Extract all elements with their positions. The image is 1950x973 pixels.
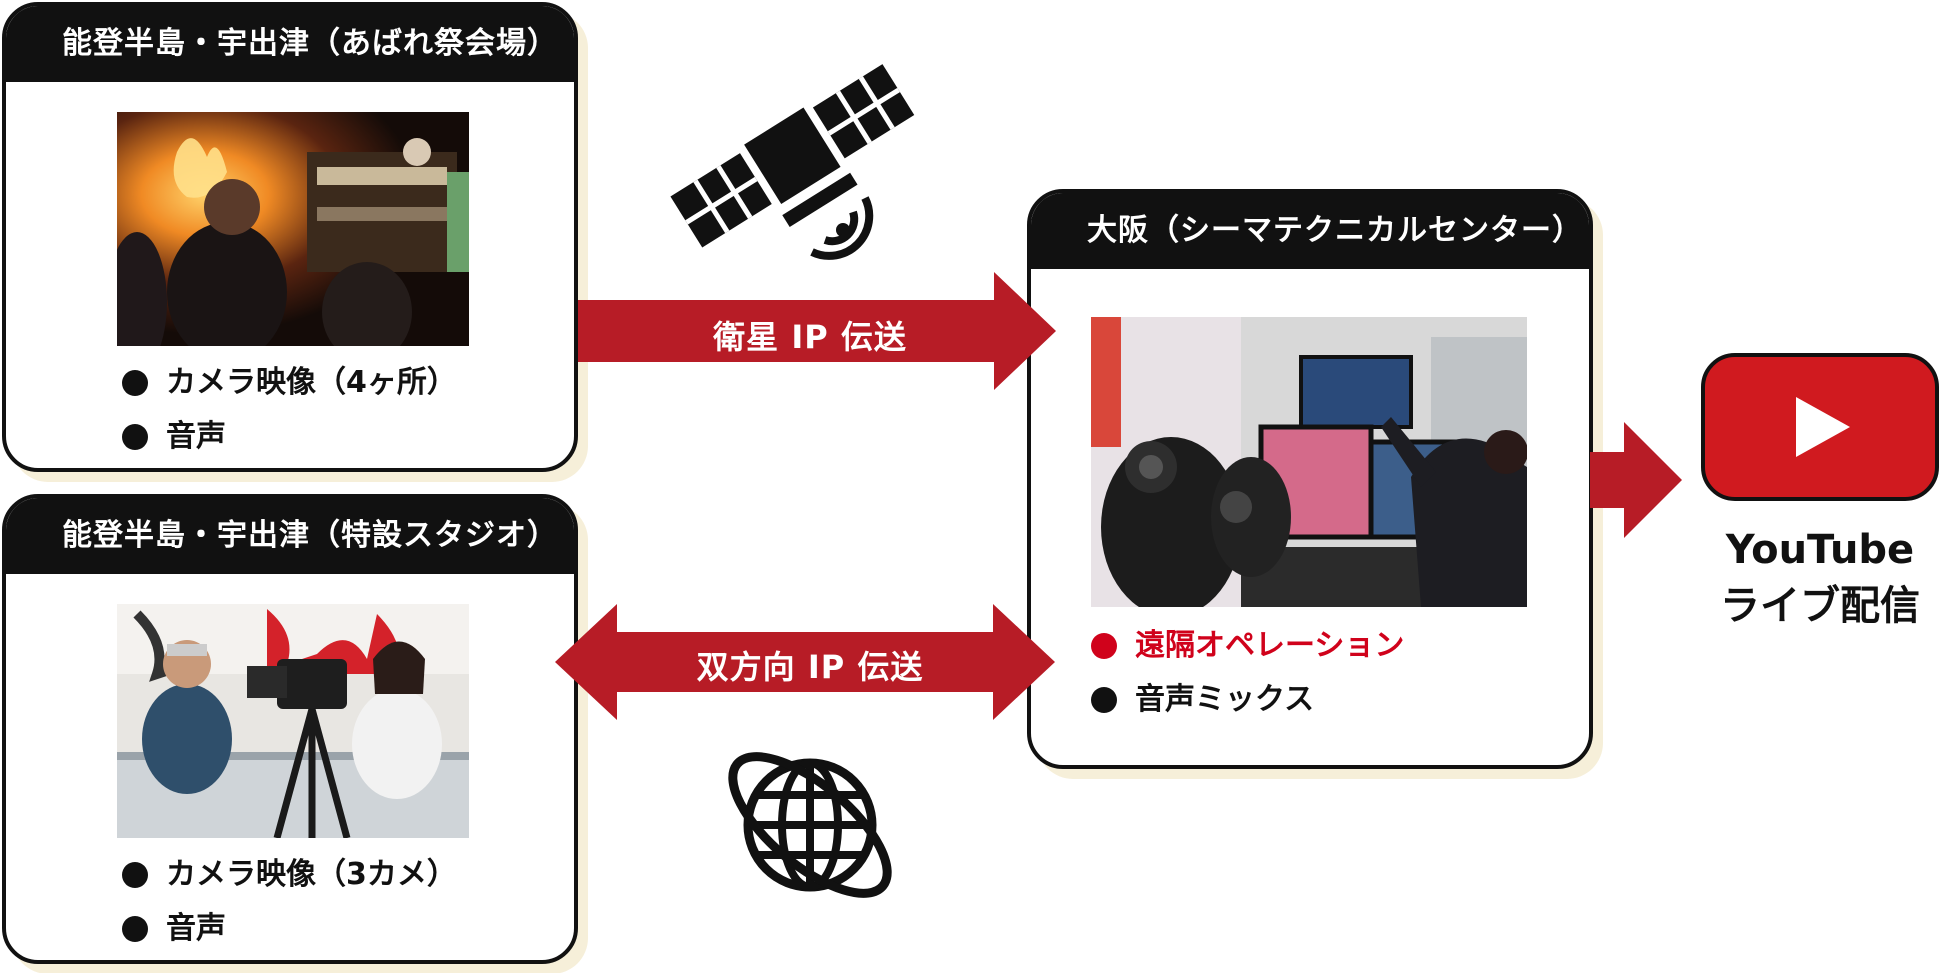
noto-event-title: 能登半島・宇出津（あばれ祭会場） bbox=[6, 6, 574, 82]
bullet-dot bbox=[122, 916, 148, 942]
output-arrow bbox=[1590, 422, 1682, 538]
bullet-dot bbox=[122, 424, 148, 450]
festival-photo bbox=[117, 112, 469, 346]
noto-event-card: 能登半島・宇出津（あばれ祭会場） カメラ映像（4 bbox=[2, 2, 578, 472]
bullet-dot bbox=[122, 370, 148, 396]
bidirectional-link-label: 双方向 IP 伝送 bbox=[640, 642, 980, 688]
globe-icon bbox=[710, 725, 910, 920]
osaka-bullets: 遠隔オペレーション 音声ミックス bbox=[1091, 619, 1404, 727]
bullet-dot bbox=[1091, 633, 1117, 659]
control-room-photo bbox=[1091, 317, 1527, 607]
bullet-dot bbox=[122, 862, 148, 888]
osaka-bullet-audio-mix: 音声ミックス bbox=[1091, 673, 1404, 727]
osaka-card: 大阪（シーマテクニカルセンター） 遠隔オペレーション 音声ミックス bbox=[1027, 189, 1593, 769]
noto-studio-card: 能登半島・宇出津（特設スタジオ） カメラ映像（3カメ） 音声 bbox=[2, 494, 578, 964]
noto-studio-bullet-audio: 音声 bbox=[122, 902, 457, 956]
osaka-bullet-remote-operation: 遠隔オペレーション bbox=[1091, 619, 1404, 673]
noto-studio-title: 能登半島・宇出津（特設スタジオ） bbox=[6, 498, 574, 574]
osaka-title: 大阪（シーマテクニカルセンター） bbox=[1031, 193, 1589, 269]
noto-event-bullets: カメラ映像（4ヶ所） 音声 bbox=[122, 356, 457, 464]
studio-photo-image bbox=[117, 604, 469, 838]
satellite-link-label: 衛星 IP 伝送 bbox=[640, 312, 980, 358]
noto-studio-bullets: カメラ映像（3カメ） 音声 bbox=[122, 848, 457, 956]
noto-event-bullet-camera: カメラ映像（4ヶ所） bbox=[122, 356, 457, 410]
bullet-dot bbox=[1091, 687, 1117, 713]
noto-studio-bullet-camera: カメラ映像（3カメ） bbox=[122, 848, 457, 902]
control-room-photo-image bbox=[1091, 317, 1527, 607]
youtube-caption-line2: ライブ配信 bbox=[1690, 578, 1950, 634]
noto-event-bullet-audio: 音声 bbox=[122, 410, 457, 464]
studio-photo bbox=[117, 604, 469, 838]
satellite-icon bbox=[650, 40, 940, 280]
youtube-caption: YouTube ライブ配信 bbox=[1690, 522, 1950, 634]
youtube-play-icon bbox=[1700, 352, 1940, 502]
youtube-caption-line1: YouTube bbox=[1690, 522, 1950, 578]
festival-photo-image bbox=[117, 112, 469, 346]
